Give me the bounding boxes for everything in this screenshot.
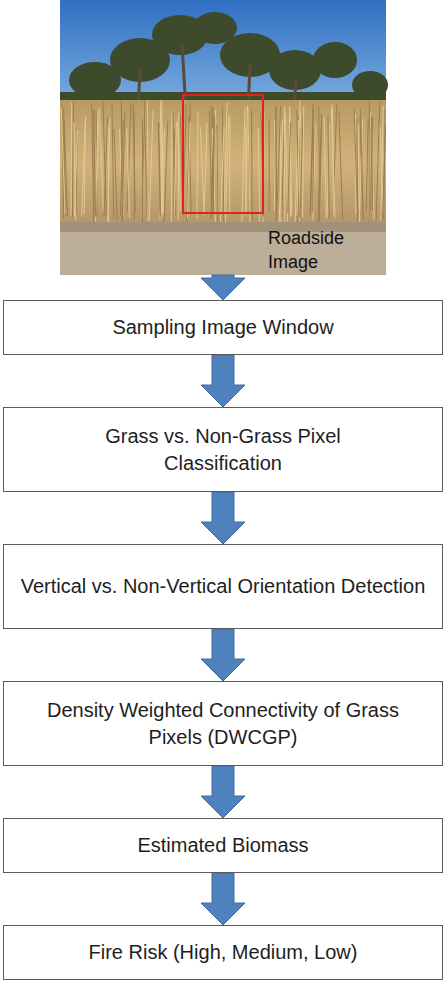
grass-blade [121, 101, 122, 224]
grass-blade [211, 115, 214, 219]
grass-blade [276, 107, 277, 221]
grass-blade [284, 106, 285, 222]
grass-blade [204, 122, 207, 214]
grass-blade [372, 116, 373, 211]
grass-blade [71, 103, 73, 217]
grass-blade [120, 120, 123, 215]
grass-blade [61, 108, 65, 215]
grass-blade [160, 101, 162, 213]
grass-blade [99, 108, 103, 212]
grass-blade [96, 111, 99, 216]
dry-grass [60, 100, 386, 225]
grass-blade [133, 103, 135, 212]
flow-arrow [201, 766, 245, 818]
flow-arrow [201, 275, 245, 300]
grass-blade [332, 105, 334, 215]
step-label: Fire Risk (High, Medium, Low) [89, 939, 358, 966]
grass-blade [360, 109, 363, 221]
process-box: Density Weighted Connectivity of Grass P… [3, 681, 443, 766]
step-label: Grass vs. Non-Grass Pixel Classification [88, 423, 358, 477]
step-label: Sampling Image Window [112, 314, 333, 341]
grass-blade [171, 113, 172, 224]
grass-blade [366, 119, 368, 211]
grass-blade [158, 122, 160, 217]
grass-blade [376, 102, 380, 220]
process-box: Sampling Image Window [3, 300, 443, 355]
grass-blade [142, 118, 143, 224]
process-box: Fire Risk (High, Medium, Low) [3, 925, 443, 980]
grass-blade [242, 108, 245, 224]
grass-blade [258, 128, 259, 223]
grass-blade [187, 122, 190, 219]
step-label: Density Weighted Connectivity of Grass P… [43, 697, 403, 751]
flow-arrow [201, 629, 245, 681]
grass-blade [282, 123, 285, 217]
grass-blade [74, 129, 77, 216]
grass-blade [297, 100, 300, 215]
grass-blade [178, 113, 180, 221]
grass-blade [127, 129, 130, 219]
grass-blade [144, 117, 147, 214]
grass-blade [285, 113, 287, 222]
grass-blade [318, 114, 322, 224]
grass-blade [220, 127, 224, 224]
image-node: Roadside Image [60, 0, 386, 275]
sampling-window [183, 95, 263, 213]
grass-blade [356, 118, 358, 222]
grass-blade [251, 111, 253, 221]
grass-blade [149, 110, 153, 221]
grass-blade [382, 126, 385, 219]
grass-blade [246, 105, 248, 215]
grass-blade [94, 111, 96, 217]
grass-blade [197, 111, 198, 218]
flow-arrow [201, 873, 245, 925]
grass-blade [84, 115, 85, 214]
grass-blade [288, 122, 291, 213]
grass-blade [114, 130, 117, 221]
grass-blade [103, 101, 106, 217]
grass-blade [269, 119, 270, 212]
process-box: Vertical vs. Non-Vertical Orientation De… [3, 544, 443, 629]
process-box: Grass vs. Non-Grass Pixel Classification [3, 407, 443, 492]
grass-blade [320, 120, 322, 210]
grass-blade [313, 126, 315, 220]
grass-blade [339, 111, 343, 219]
grass-blade [371, 113, 375, 219]
grass-blade [303, 106, 304, 218]
step-label: Vertical vs. Non-Vertical Orientation De… [21, 573, 426, 600]
grass-blade [368, 101, 369, 222]
grass-blade [277, 105, 281, 215]
grass-blade [248, 107, 250, 225]
grass-blade [328, 116, 329, 219]
tree-line [60, 12, 388, 108]
grass-blade [112, 104, 114, 219]
grass-blade [217, 125, 218, 222]
flow-arrow [201, 492, 245, 544]
image-caption: Roadside Image [268, 226, 380, 274]
grass-blade [147, 101, 149, 221]
grass-blade [164, 121, 167, 222]
grass-blade [162, 129, 164, 217]
grass-blade [310, 109, 313, 213]
grass-blade [108, 119, 110, 222]
grass-strokes [61, 100, 385, 225]
grass-blade [213, 117, 214, 214]
grass-blade [245, 126, 246, 210]
grass-blade [225, 115, 228, 225]
grass-blade [200, 127, 204, 215]
grass-blade [229, 117, 230, 214]
grass-blade [324, 117, 326, 219]
step-label: Estimated Biomass [137, 832, 308, 859]
dirt-road [60, 222, 386, 275]
grass-blade [159, 124, 160, 213]
grass-blade [72, 102, 73, 217]
process-box: Estimated Biomass [3, 818, 443, 873]
grass-blade [358, 124, 359, 223]
grass-blade [174, 122, 176, 213]
flow-arrow [201, 355, 245, 407]
grass-blade [310, 104, 313, 216]
